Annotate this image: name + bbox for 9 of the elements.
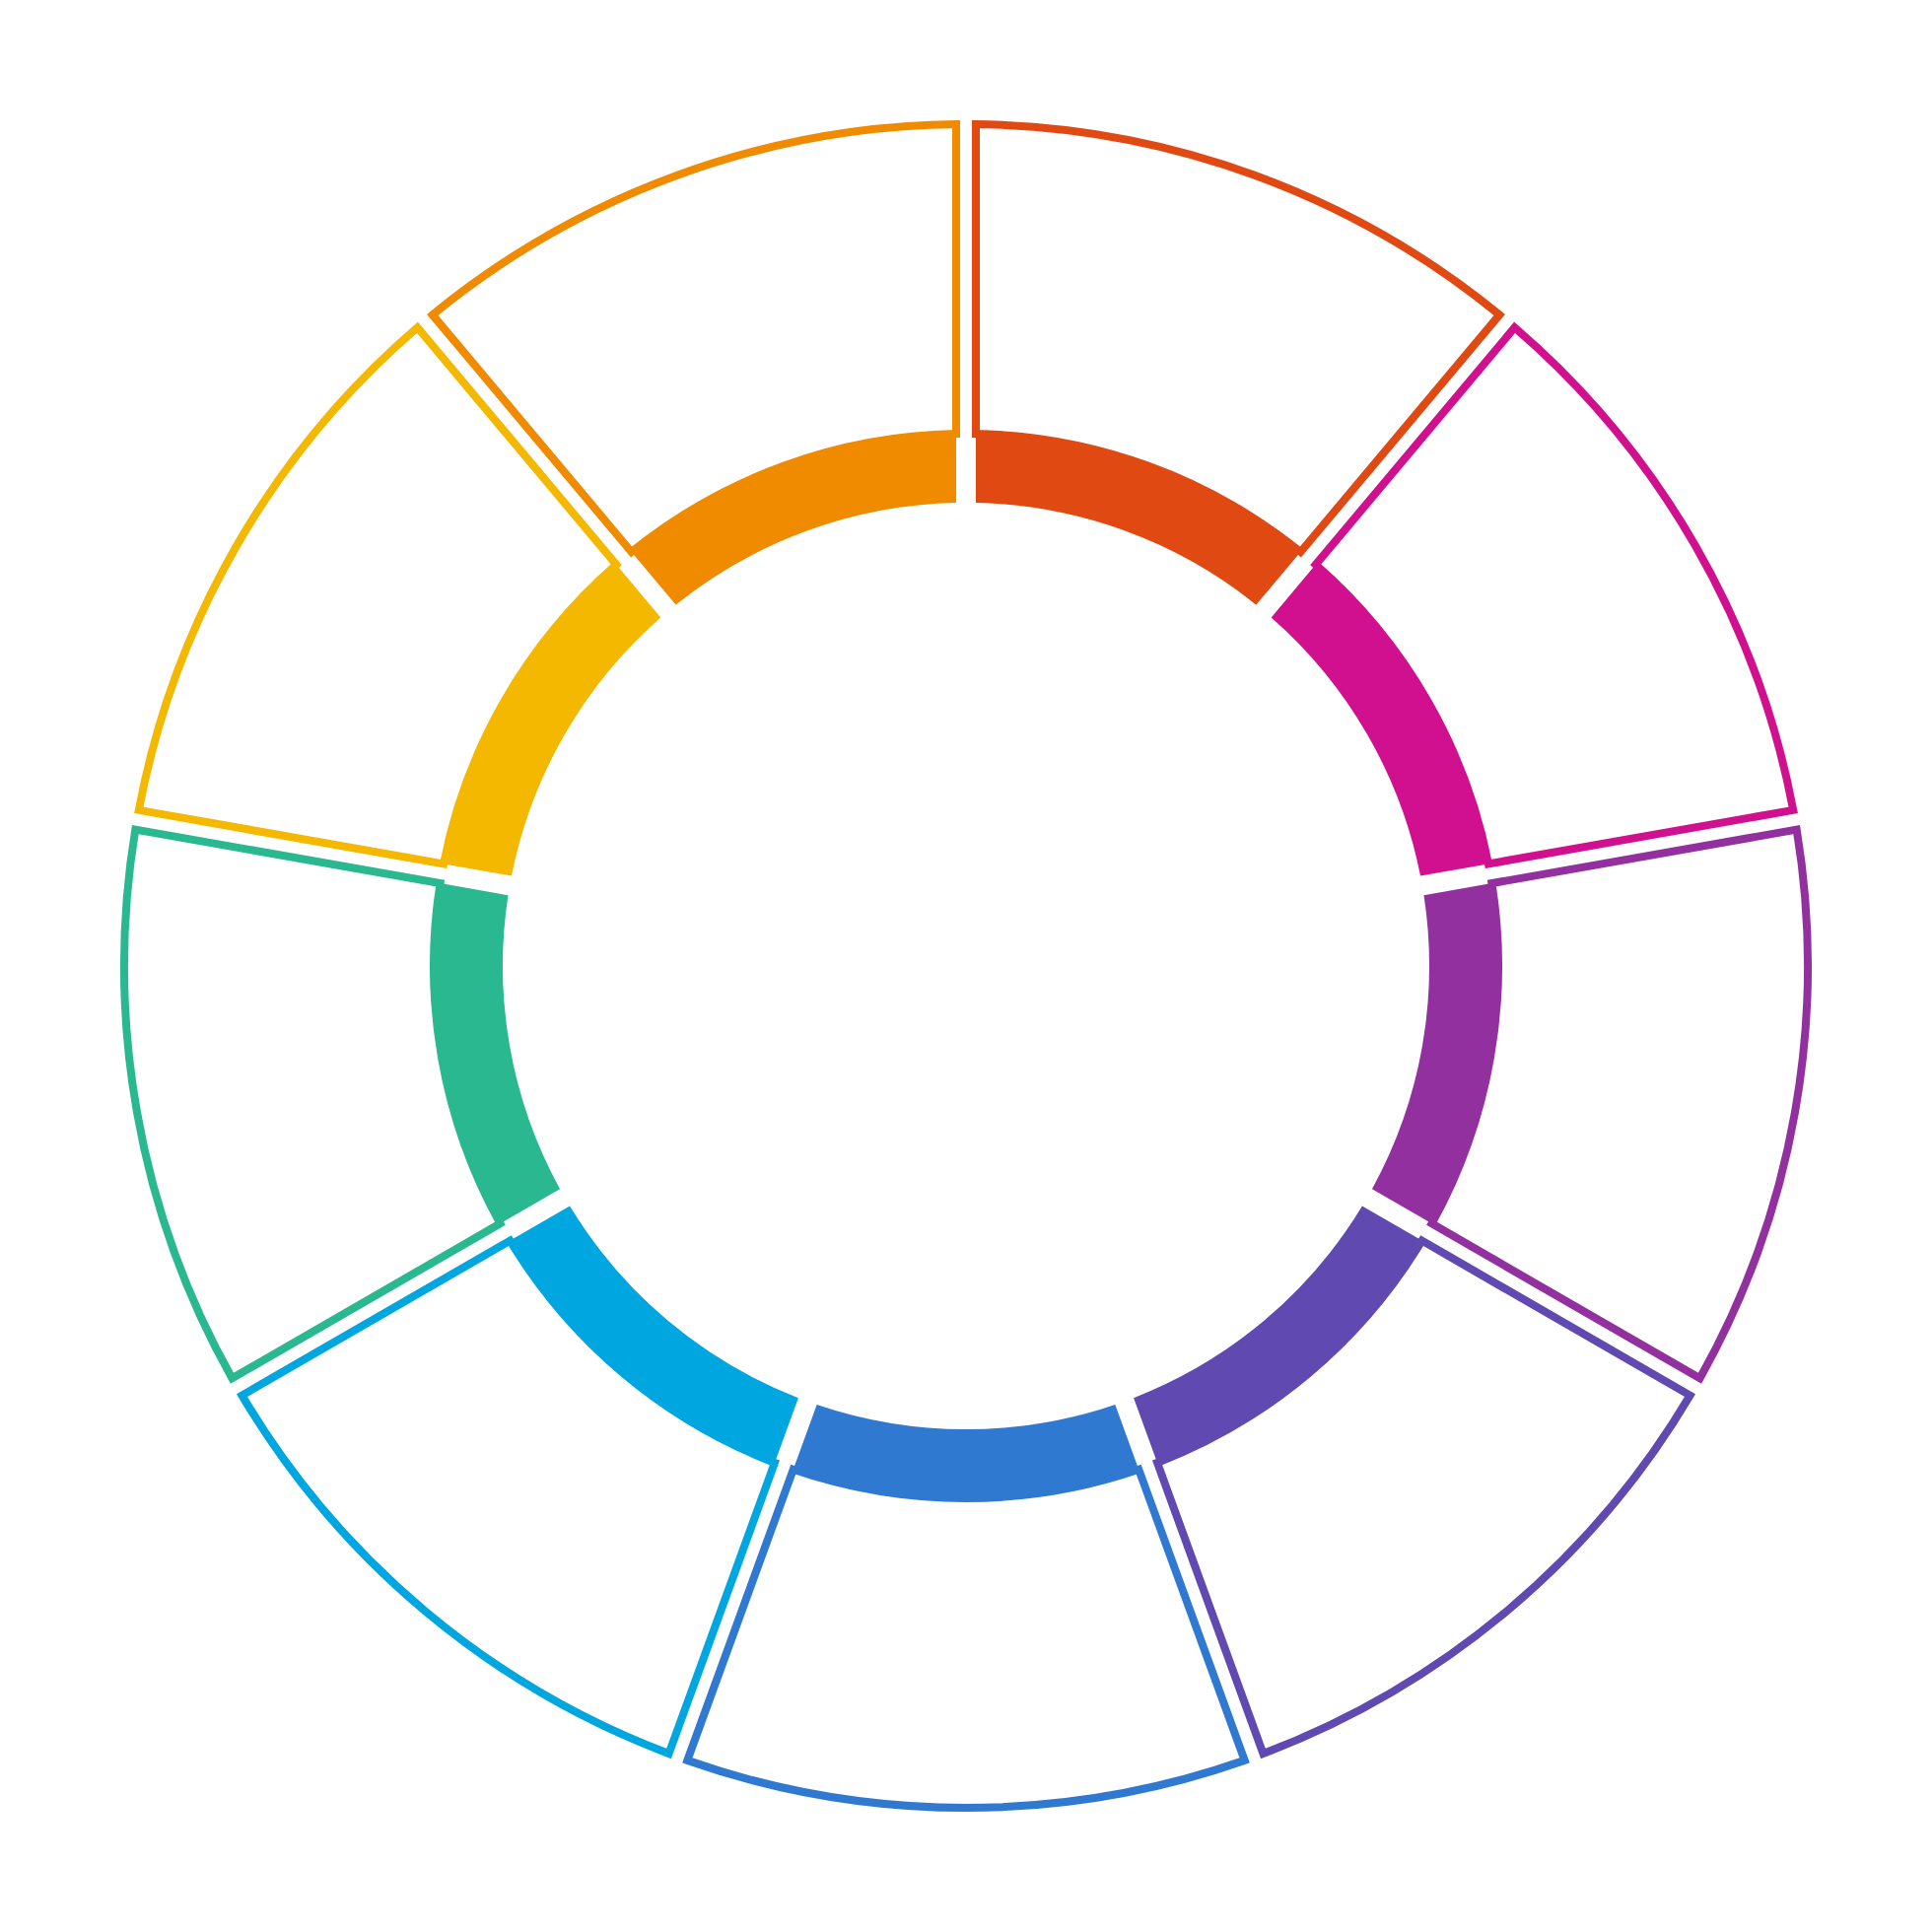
ring-segment bbox=[121, 825, 561, 1383]
ring-segment bbox=[428, 120, 960, 605]
ring-segment bbox=[134, 323, 661, 876]
ring-segment bbox=[683, 1405, 1249, 1812]
ring-segment bbox=[1371, 825, 1811, 1383]
ring-segment bbox=[1271, 323, 1798, 876]
ring-segment bbox=[1134, 1206, 1694, 1758]
ring-segment bbox=[972, 120, 1504, 605]
ring-segment bbox=[238, 1206, 798, 1758]
